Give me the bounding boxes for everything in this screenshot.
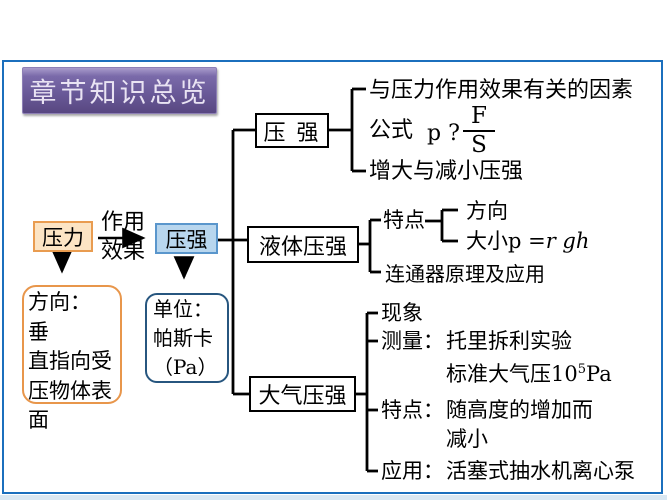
slide-bottom-edge bbox=[0, 495, 667, 500]
atmos-feature-text: 随高度的增加而 bbox=[446, 398, 593, 422]
force-box: 压力 bbox=[33, 221, 93, 252]
atmos-standard-pressure-text: 标准大气压105Pa bbox=[446, 357, 612, 387]
standard-exponent: 5 bbox=[577, 362, 587, 377]
liquid-vessel-text: 连通器原理及应用 bbox=[385, 262, 545, 286]
note-line: （Pa） bbox=[153, 355, 218, 379]
force-direction-note: 方向： 垂 直指向受 压物体表 面 bbox=[22, 285, 122, 432]
magnitude-symbols: r gh bbox=[545, 229, 590, 253]
atmos-feature-label: 特点： bbox=[381, 398, 444, 422]
pressure-box: 压强 bbox=[155, 223, 218, 254]
note-line: 面 bbox=[28, 408, 49, 432]
atmos-measure-label: 测量： bbox=[381, 329, 444, 353]
atmos-apply-text: 活塞式抽水机离心泵 bbox=[446, 459, 635, 483]
note-line: 方向： 垂 bbox=[28, 290, 91, 344]
formula-fraction: F S bbox=[463, 103, 495, 159]
node-atmospheric-pressure: 大气压强 bbox=[249, 376, 356, 412]
liquid-direction-text: 方向 bbox=[466, 199, 508, 223]
node-liquid-pressure: 液体压强 bbox=[247, 226, 359, 263]
pressure-change-text: 增大与减小压强 bbox=[369, 159, 524, 184]
atmos-feature-text2: 减小 bbox=[446, 427, 488, 451]
note-line: 帕斯卡 bbox=[153, 326, 213, 350]
node-pressure: 压 强 bbox=[255, 113, 329, 148]
fraction-denominator: S bbox=[471, 132, 487, 158]
fraction-numerator: F bbox=[463, 103, 495, 132]
standard-suffix: Pa bbox=[586, 362, 612, 386]
pressure-unit-note: 单位： 帕斯卡 （Pa） bbox=[145, 293, 229, 383]
liquid-feature-label: 特点 bbox=[383, 208, 425, 232]
formula-lhs: p ? bbox=[427, 121, 460, 146]
liquid-magnitude-text: 大小p =r gh bbox=[466, 228, 589, 254]
note-line: 单位： bbox=[153, 297, 213, 321]
atmos-phenomenon-text: 现象 bbox=[381, 301, 423, 325]
effect-label-bottom: 效果 bbox=[101, 239, 146, 264]
content-frame bbox=[2, 60, 663, 494]
note-line: 压物体表 bbox=[28, 378, 112, 403]
page-title: 章节知识总览 bbox=[22, 67, 217, 114]
atmos-measure-text: 托里拆利实验 bbox=[446, 329, 572, 353]
atmos-apply-label: 应用： bbox=[381, 459, 444, 483]
note-line: 直指向受 bbox=[28, 349, 112, 373]
formula-label: 公式 bbox=[369, 118, 414, 143]
effect-label-top: 作用 bbox=[101, 210, 146, 235]
pressure-factors-text: 与压力作用效果有关的因素 bbox=[369, 78, 634, 103]
magnitude-prefix: 大小p = bbox=[466, 229, 546, 253]
standard-prefix: 标准大气压10 bbox=[446, 362, 578, 386]
